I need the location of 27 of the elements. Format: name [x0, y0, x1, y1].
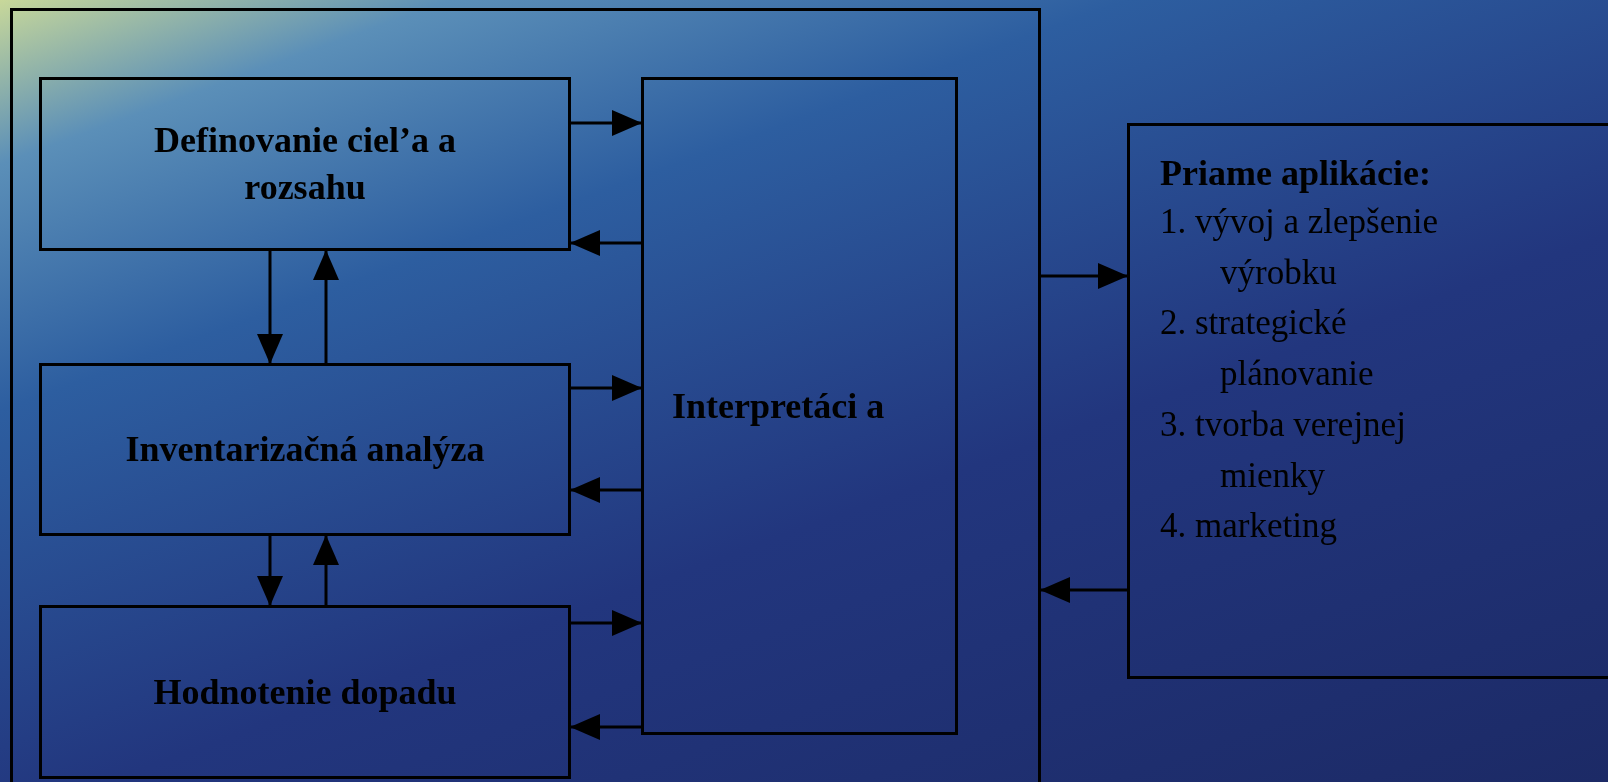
arrow — [257, 536, 283, 606]
frame-box — [10, 8, 1041, 782]
arrow — [313, 535, 339, 605]
arrow — [571, 375, 642, 401]
arrow — [571, 110, 642, 136]
list-item: 2. strategické plánovanie — [1160, 302, 1375, 396]
box-heading: Priame aplikácie: — [1160, 152, 1432, 195]
list-item: 1. vývoj a zlepšenie výrobku — [1160, 200, 1439, 294]
list-item: 4. marketing — [1160, 505, 1338, 548]
box-label: Interpretáci a — [672, 384, 885, 428]
arrow — [570, 714, 641, 740]
arrow — [1040, 577, 1127, 603]
process-box — [641, 77, 958, 735]
list-item: 3. tvorba verejnej mienky — [1160, 403, 1407, 497]
box-label: Hodnotenie dopadu — [152, 670, 458, 714]
box-label: Definovanie ciel’a a rozsahu — [153, 119, 457, 209]
box-label: Inventarizačná analýza — [124, 428, 486, 472]
arrow — [570, 230, 641, 256]
arrow — [313, 250, 339, 363]
process-box — [39, 363, 571, 536]
arrow — [1041, 263, 1128, 289]
arrow — [570, 477, 641, 503]
arrow — [571, 610, 642, 636]
process-box — [39, 605, 571, 779]
process-box — [39, 77, 571, 251]
arrow — [257, 251, 283, 364]
process-box — [1127, 123, 1608, 679]
